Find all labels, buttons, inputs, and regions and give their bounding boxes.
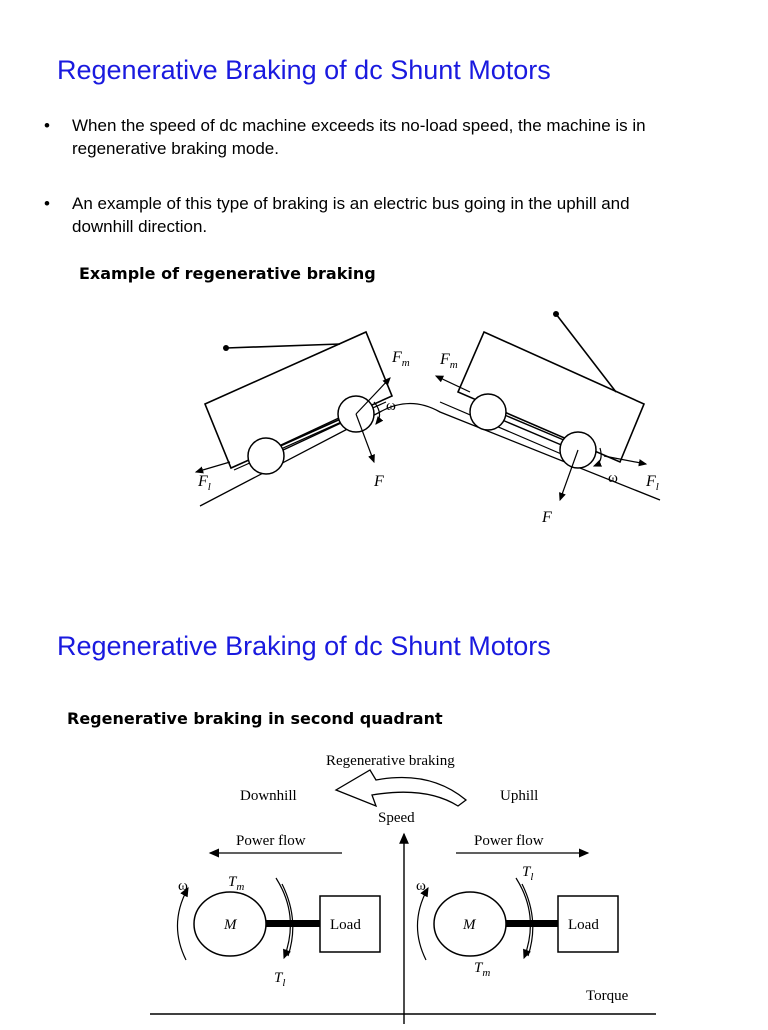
left-bus (194, 330, 394, 475)
omega-arc-left (373, 401, 384, 425)
road-outer (199, 402, 661, 507)
right-tm-label: Tm (474, 960, 490, 979)
arrow-fl-left (194, 461, 231, 474)
left-tl-label: Tl (274, 970, 285, 989)
right-bus-body (456, 330, 646, 464)
right-tl-label: Tl (522, 864, 533, 883)
right-bus (434, 311, 648, 502)
right-motor-system (416, 877, 619, 961)
downhill-label: Downhill (240, 788, 297, 804)
label-fl-right: Fl (645, 473, 659, 493)
left-motor-system (176, 877, 381, 961)
left-motor-label: M (223, 917, 238, 933)
regen-curved-arrow (334, 769, 468, 808)
speed-axis-label: Speed (378, 810, 415, 826)
omega-arc-right (592, 447, 603, 467)
right-load-box (557, 895, 619, 953)
bullet-dot: • (44, 194, 50, 213)
right-tl-arc (515, 877, 531, 960)
slide1-title: Regenerative Braking of dc Shunt Motors (57, 55, 551, 85)
label-omega-left: ω (386, 398, 396, 414)
label-f-right: F (541, 509, 552, 526)
arrow-fm-left (355, 377, 391, 415)
power-flow-right-label: Power flow (474, 833, 544, 849)
left-omega-arc (176, 886, 189, 961)
label-omega-right: ω (608, 470, 618, 486)
left-bus-pole (225, 343, 341, 349)
slide2-title: Regenerative Braking of dc Shunt Motors (57, 631, 551, 661)
left-omega-label: ω (178, 878, 188, 894)
figure2-heading: Regenerative braking in second quadrant (67, 709, 443, 728)
uphill-label: Uphill (500, 788, 538, 804)
arrow-f-right (559, 449, 579, 502)
bullet-2-text: An example of this type of braking is an… (72, 194, 630, 236)
arrow-f-left (355, 413, 375, 464)
right-bus-pole (555, 313, 617, 393)
right-omega-label: ω (416, 878, 426, 894)
arrow-fm-right (434, 375, 471, 393)
left-load-label: Load (330, 917, 361, 933)
left-tm-arc (275, 877, 291, 960)
second-quadrant-diagram: Regenerative braking Downhill Uphill Spe… (150, 753, 656, 1024)
power-flow-left-label: Power flow (236, 833, 306, 849)
label-fl-left: Fl (197, 473, 211, 493)
figure1-heading: Example of regenerative braking (79, 264, 376, 283)
right-tm-arc (521, 883, 534, 957)
label-f-left: F (373, 473, 384, 490)
arrow-fl-right (603, 455, 648, 467)
left-bus-rear-wheel (247, 437, 285, 475)
left-tm-label: Tm (228, 874, 244, 893)
right-motor-label: M (462, 917, 477, 933)
torque-axis-label: Torque (586, 988, 629, 1004)
right-bus-rear-wheel (469, 393, 507, 431)
right-load-label: Load (568, 917, 599, 933)
bullet-dot: • (44, 116, 50, 135)
road-inner-right (439, 401, 581, 463)
bus-braking-diagram: Fm ω Fl F Fm ω Fl F (194, 311, 661, 526)
label-fm-left: Fm (391, 349, 410, 369)
bullet-1-text: When the speed of dc machine exceeds its… (72, 116, 646, 158)
label-fm-right: Fm (439, 351, 458, 371)
regen-braking-label: Regenerative braking (326, 753, 455, 769)
left-tl-arc (281, 883, 294, 957)
right-omega-arc (416, 886, 429, 961)
left-load-box (319, 895, 381, 953)
right-shaft (506, 920, 558, 927)
left-bus-body (203, 330, 394, 470)
